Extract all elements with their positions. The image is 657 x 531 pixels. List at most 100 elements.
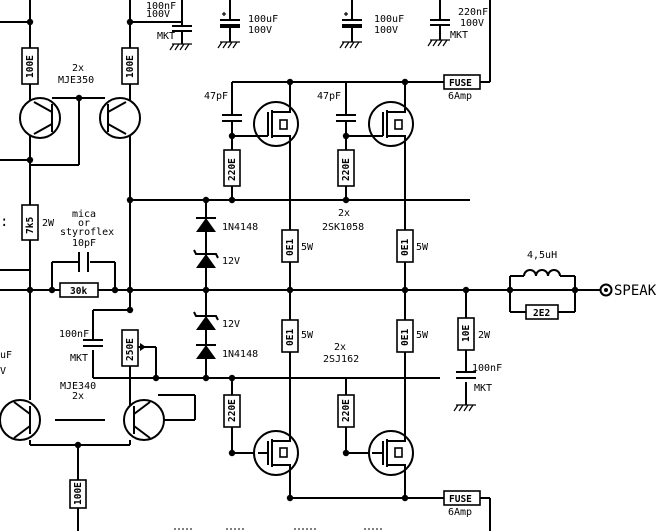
mosfet-top-count: 2x [338,208,350,219]
resistor-220e-gate2-bot: 220E [337,394,355,428]
svg-text:220E: 220E [227,399,238,422]
svg-text:10E: 10E [461,325,472,342]
capacitor-electrolytic-1 [217,12,240,49]
svg-text:220E: 220E [341,399,352,422]
zener-12v-top [193,249,219,268]
resistor-220e-gate1-top: 220E [223,149,241,187]
capacitor-zobel [453,371,476,412]
fuse-bottom: FUSE [443,490,481,506]
trimmer-250e: 250E [121,329,148,367]
svg-text:0E1: 0E1 [400,239,411,256]
svg-text:100E: 100E [125,55,136,78]
capacitor-top-left [169,22,192,51]
mosfet-2sk1058-1 [253,101,299,147]
inductor-label: 4,5uH [527,250,557,261]
cap-mid-value: 100nF [59,329,89,340]
svg-text:0E1: 0E1 [400,329,411,346]
mosfet-2sj162-2 [368,424,414,476]
svg-text:220E: 220E [341,158,352,181]
resistor-100e-top-mid: 100E [121,47,139,85]
diode-bottom-label: 1N4148 [222,349,258,360]
bjt-top-count: 2x [72,63,84,74]
cap-elec1-voltage: 100V [248,25,272,36]
cap-top-left-type: MKT [157,31,175,42]
resistor-0e1-src1-top: 0E1 [281,229,299,263]
mosfet-top-type: 2SK1058 [322,222,364,233]
cap-elec2-value: 100uF [374,14,404,25]
resistor-0e1-src2-top-power: 5W [416,242,429,253]
mosfet-2sj162-1 [253,424,299,476]
resistor-100e-top-left: 100E [21,47,39,85]
bjt-mje340-left [0,399,41,441]
svg-text:7k5: 7k5 [25,217,36,234]
left-edge-mark: : [0,214,8,230]
fuse-bottom-rating: 6Amp [448,507,472,518]
bjt-mje350-right [99,97,141,139]
svg-text:30k: 30k [70,286,87,297]
resistor-220e-gate1-bot: 220E [223,394,241,428]
cap-top-right-voltage: 100V [460,18,484,29]
svg-text:0E1: 0E1 [285,239,296,256]
bjt-mje340-right [123,399,165,441]
fuse-top-rating: 6Amp [448,91,472,102]
fuse-top: FUSE [443,74,481,90]
cap-top-right-type: MKT [450,30,468,41]
svg-text:2E2: 2E2 [533,308,550,319]
cap-top-left-voltage: 100V [146,9,170,20]
capacitor-mica [78,252,89,272]
cap-zobel-type: MKT [474,383,492,394]
diode-1n4148-top [196,217,216,232]
zener-top-label: 12V [222,256,240,267]
cap-mid-type: MKT [70,353,88,364]
mica-line2: or [78,218,90,229]
zener-bottom-label: 12V [222,319,240,330]
cap-left-voltage: V [0,366,6,377]
bjt-top-type: MJE350 [58,75,94,86]
diode-1n4148-bottom [196,344,216,359]
resistor-0e1-src1-bot-power: 5W [301,330,314,341]
mosfet-2sk1058-2 [368,101,414,147]
bjt-bottom-count: 2x [72,391,84,402]
capacitor-top-right [427,19,450,47]
diode-top-label: 1N4148 [222,222,258,233]
svg-text:100E: 100E [73,482,84,505]
svg-text:FUSE: FUSE [449,494,472,505]
capacitor-mid [83,339,103,347]
speaker-terminal [599,283,613,297]
cap-47pf-1-label: 47pF [204,91,228,102]
resistor-100e-bottom: 100E [69,479,87,509]
cap-left-value: uF [0,350,12,361]
zener-12v-bottom [193,311,219,330]
resistor-10e-power: 2W [478,330,491,341]
resistor-10e-zobel: 10E [457,317,475,351]
svg-text:100E: 100E [25,55,36,78]
resistor-7k5-power: 2W [42,218,55,229]
inductor [523,269,561,277]
bjt-mje350-left [19,97,61,139]
svg-text:FUSE: FUSE [449,78,472,89]
resistor-30k: 30k [59,282,99,298]
resistor-0e1-src1-top-power: 5W [301,242,314,253]
cap-zobel-value: 100nF [472,363,502,374]
svg-text:220E: 220E [227,158,238,181]
cap-47pf-2-label: 47pF [317,91,341,102]
resistor-7k5: 7k5 [21,204,39,241]
svg-text:0E1: 0E1 [285,329,296,346]
resistor-0e1-src1-bot: 0E1 [281,319,299,353]
mica-line3: styroflex [60,227,114,238]
resistor-0e1-src2-bot-power: 5W [416,330,429,341]
speaker-label: SPEAK [614,283,657,299]
capacitor-47pf-2 [336,114,356,127]
resistor-0e1-src2-bot: 0E1 [396,319,414,353]
resistor-220e-gate2-top: 220E [337,149,355,187]
mosfet-bottom-type: 2SJ162 [323,354,359,365]
bjt-bottom-type: MJE340 [60,381,96,392]
mosfet-bottom-count: 2x [334,342,346,353]
junctions [26,18,579,502]
mica-line1: mica [72,209,96,220]
cap-top-left-value: 100nF [146,1,176,12]
capacitor-47pf-1 [222,114,242,127]
capacitor-electrolytic-2 [339,12,362,49]
cap-elec2-voltage: 100V [374,25,398,36]
